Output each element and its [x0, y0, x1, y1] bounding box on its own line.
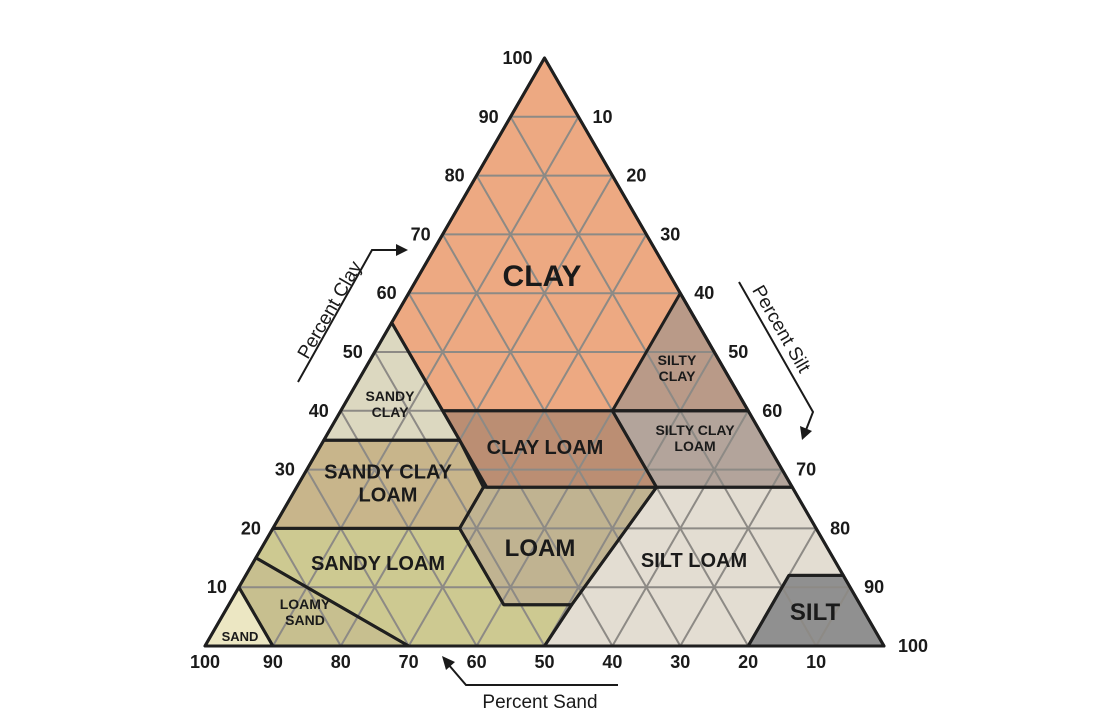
clay-axis-arrow	[297, 244, 408, 383]
silt-tick-label: 70	[796, 460, 816, 480]
grid-line	[543, 351, 716, 647]
silt-tick-label: 60	[762, 401, 782, 421]
region-outlines	[203, 56, 886, 648]
clay-tick-label: 50	[343, 342, 363, 362]
silt-tick-label: 100	[898, 636, 928, 656]
grid-line	[305, 469, 410, 647]
sand-axis-arrow	[442, 656, 618, 686]
sandy-clay-loam-label: LOAM	[359, 485, 418, 507]
sand-tick-label: 40	[602, 652, 622, 672]
axis-ticks: 10 20 30 40 50 60 70 80 90 100 10 20 30 40 50 60 70 80 90 1…	[190, 48, 928, 672]
sandy-clay-loam-region	[272, 440, 484, 529]
sandy-clay-loam-label: SANDY CLAY	[324, 462, 452, 484]
silt-tick-label: 30	[660, 224, 680, 244]
clay-label: CLAY	[503, 260, 582, 293]
clay-tick-label: 70	[411, 224, 431, 244]
silt-tick-label: 90	[864, 577, 884, 597]
silt-tick-label: 50	[728, 342, 748, 362]
clay-loam-region	[442, 410, 657, 488]
silt-axis-arrow	[738, 281, 815, 440]
grid-line	[373, 351, 546, 647]
sand-tick-label: 20	[738, 652, 758, 672]
loamy-sand-label: SAND	[285, 612, 325, 628]
sand-tick-label: 30	[670, 652, 690, 672]
triangle-border	[203, 56, 886, 648]
clay-tick-label: 80	[445, 166, 465, 186]
texture-regions	[205, 58, 884, 646]
clay-tick-label: 10	[207, 577, 227, 597]
grid-line	[611, 410, 750, 647]
clay-tick-label: 30	[275, 460, 295, 480]
clay-tick-label: 90	[479, 107, 499, 127]
grid-line	[441, 233, 682, 647]
sand-tick-label: 50	[534, 652, 554, 672]
grid-line	[509, 116, 817, 647]
loam-region	[459, 487, 657, 605]
silty-clay-label: CLAY	[659, 368, 696, 384]
sand-tick-label: 100	[190, 652, 220, 672]
sand-tick-label: 60	[467, 652, 487, 672]
silt-axis-title: Percent Silt	[747, 282, 814, 377]
silt-region	[748, 575, 884, 646]
sandy-clay-label: CLAY	[372, 404, 409, 420]
sand-region	[205, 587, 273, 646]
sand-tick-label: 90	[263, 652, 283, 672]
sand-tick-label: 70	[399, 652, 419, 672]
silt-loam-region	[544, 487, 844, 646]
silt-label: SILT	[790, 599, 841, 626]
clay-loam-label: CLAY LOAM	[487, 437, 604, 459]
silt-loam-label: SILT LOAM	[641, 550, 747, 572]
silt-tick-label: 20	[626, 166, 646, 186]
silty-clay-label: SILTY	[658, 352, 697, 368]
silt-tick-label: 10	[593, 107, 613, 127]
sand-label: SAND	[222, 629, 259, 644]
silty-clay-loam-label: LOAM	[674, 438, 715, 454]
clay-tick-label: 40	[309, 401, 329, 421]
loam-label: LOAM	[505, 535, 576, 562]
grid-line	[679, 469, 784, 647]
clay-tick-label: 20	[241, 518, 261, 538]
grid-line	[815, 586, 851, 647]
silty-clay-loam-label: SILTY CLAY	[655, 422, 735, 438]
silt-tick-label: 40	[694, 283, 714, 303]
clay-tick-label: 100	[502, 48, 532, 68]
sandy-loam-label: SANDY LOAM	[311, 553, 445, 575]
sandy-clay-label: SANDY	[365, 388, 415, 404]
sand-axis-title: Percent Sand	[482, 692, 597, 713]
grid-line	[407, 233, 648, 647]
sand-tick-label: 10	[806, 652, 826, 672]
clay-tick-label: 60	[377, 283, 397, 303]
loamy-sand-label: LOAMY	[280, 596, 331, 612]
sand-tick-label: 80	[331, 652, 351, 672]
silt-tick-label: 80	[830, 518, 850, 538]
loamy-sand-region	[238, 557, 409, 646]
